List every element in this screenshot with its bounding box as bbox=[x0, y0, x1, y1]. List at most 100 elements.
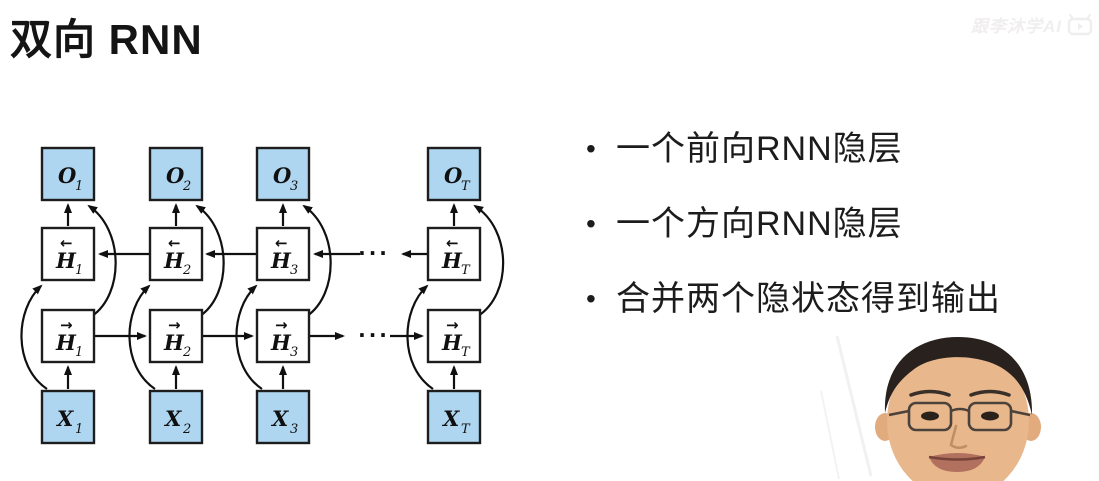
glasses-icon bbox=[888, 401, 1031, 432]
node-label: O bbox=[58, 163, 77, 188]
right-arrow-accent: → bbox=[446, 316, 459, 334]
node-label: H bbox=[55, 248, 77, 273]
node-subscript: 1 bbox=[75, 345, 83, 360]
arrows-hidden-to-output bbox=[64, 203, 458, 226]
node-hfT: → H T bbox=[426, 308, 482, 364]
node-label: H bbox=[441, 248, 463, 273]
node-subscript: T bbox=[461, 422, 471, 437]
bullet-text: 合并两个隐状态得到输出 bbox=[616, 280, 1001, 318]
node-box bbox=[40, 389, 96, 445]
eye-shape bbox=[981, 411, 999, 421]
node-box bbox=[426, 308, 482, 364]
birnn-diagram: ··· ··· O 1 bbox=[20, 146, 505, 445]
node-subscript: 1 bbox=[75, 179, 83, 194]
bullet-dot: • bbox=[586, 283, 596, 314]
node-box bbox=[40, 226, 96, 282]
node-o2: O 2 bbox=[148, 146, 204, 202]
node-label: H bbox=[163, 248, 185, 273]
bullet-item-1: • 一个前向RNN隐层 bbox=[586, 128, 1001, 170]
left-arrow-accent: ← bbox=[168, 234, 181, 252]
node-box bbox=[40, 146, 96, 202]
node-label: H bbox=[270, 330, 292, 355]
hair-shape bbox=[884, 337, 1033, 415]
node-subscript: 1 bbox=[75, 422, 83, 437]
nose-shape bbox=[949, 424, 968, 449]
node-subscript: 2 bbox=[182, 422, 191, 437]
curve-xT-to-hbT bbox=[406, 284, 434, 390]
node-box bbox=[148, 389, 204, 445]
node-hf2: → H 2 bbox=[148, 308, 204, 364]
page-title: 双向 RNN bbox=[10, 16, 203, 63]
node-label: O bbox=[166, 163, 185, 188]
eye-shape bbox=[921, 411, 939, 421]
node-box bbox=[148, 308, 204, 364]
node-box bbox=[148, 226, 204, 282]
node-subscript: T bbox=[461, 345, 471, 360]
curve-x3-to-hb3 bbox=[235, 284, 263, 390]
node-box bbox=[426, 226, 482, 282]
node-label: H bbox=[270, 248, 292, 273]
arrows-forward-chain: ··· bbox=[94, 323, 424, 347]
bullet-dot: • bbox=[586, 133, 596, 164]
background-streak bbox=[820, 390, 840, 480]
left-arrow-accent: ← bbox=[60, 234, 73, 252]
node-box bbox=[40, 308, 96, 364]
curve-hf2-to-o2 bbox=[195, 204, 225, 317]
backward-ellipsis: ··· bbox=[358, 241, 390, 265]
arrows-forward-to-output bbox=[87, 204, 505, 317]
node-subscript: 2 bbox=[182, 179, 191, 194]
bullet-dot: • bbox=[586, 208, 596, 239]
node-label: O bbox=[444, 163, 463, 188]
node-subscript: 2 bbox=[182, 263, 191, 278]
node-hf1: → H 1 bbox=[40, 308, 96, 364]
right-arrow-accent: → bbox=[275, 316, 288, 334]
node-hf3: → H 3 bbox=[255, 308, 311, 364]
node-box bbox=[255, 146, 311, 202]
eyebrow-shape bbox=[969, 389, 1011, 397]
node-oT: O T bbox=[426, 146, 482, 202]
node-box bbox=[426, 146, 482, 202]
curve-x2-to-hb2 bbox=[128, 284, 156, 390]
node-subscript: T bbox=[461, 263, 471, 278]
node-label: H bbox=[441, 330, 463, 355]
bilibili-tv-icon bbox=[1067, 13, 1093, 35]
bullet-text: 一个前向RNN隐层 bbox=[616, 130, 903, 168]
background-streak bbox=[835, 335, 873, 477]
node-label: H bbox=[163, 330, 185, 355]
node-x3: X 3 bbox=[255, 389, 311, 445]
node-box bbox=[255, 308, 311, 364]
node-hb2: ← H 2 bbox=[148, 226, 204, 282]
curve-hf3-to-o3 bbox=[302, 204, 332, 317]
node-o3: O 3 bbox=[255, 146, 311, 202]
curve-hf1-to-o1 bbox=[87, 204, 117, 317]
node-subscript: T bbox=[461, 179, 471, 194]
node-subscript: 3 bbox=[290, 422, 298, 437]
node-hb1: ← H 1 bbox=[40, 226, 96, 282]
node-label: X bbox=[163, 406, 182, 431]
node-x2: X 2 bbox=[148, 389, 204, 445]
eyebrow-shape bbox=[909, 389, 951, 397]
bullet-item-3: • 合并两个隐状态得到输出 bbox=[586, 278, 1001, 320]
curve-x1-to-hb1 bbox=[20, 284, 48, 390]
arrows-backward-chain: ··· bbox=[98, 241, 427, 265]
node-hbT: ← H T bbox=[426, 226, 482, 282]
node-xT: X T bbox=[426, 389, 482, 445]
node-subscript: 2 bbox=[182, 345, 191, 360]
node-hb3: ← H 3 bbox=[255, 226, 311, 282]
watermark: 跟李沐学AI bbox=[971, 12, 1093, 37]
left-arrow-accent: ← bbox=[275, 234, 288, 252]
watermark-text: 跟李沐学AI bbox=[971, 17, 1062, 36]
node-subscript: 3 bbox=[290, 263, 298, 278]
mouth-line bbox=[928, 455, 986, 461]
arrows-input-to-backward bbox=[20, 284, 434, 390]
node-subscript: 3 bbox=[290, 345, 298, 360]
bullet-item-2: • 一个方向RNN隐层 bbox=[586, 203, 1001, 245]
presenter-webcam bbox=[820, 335, 1041, 481]
node-box bbox=[255, 389, 311, 445]
face-shape bbox=[887, 343, 1029, 481]
node-label: H bbox=[55, 330, 77, 355]
right-arrow-accent: → bbox=[60, 316, 73, 334]
node-box bbox=[255, 226, 311, 282]
curve-hfT-to-oT bbox=[473, 204, 505, 317]
